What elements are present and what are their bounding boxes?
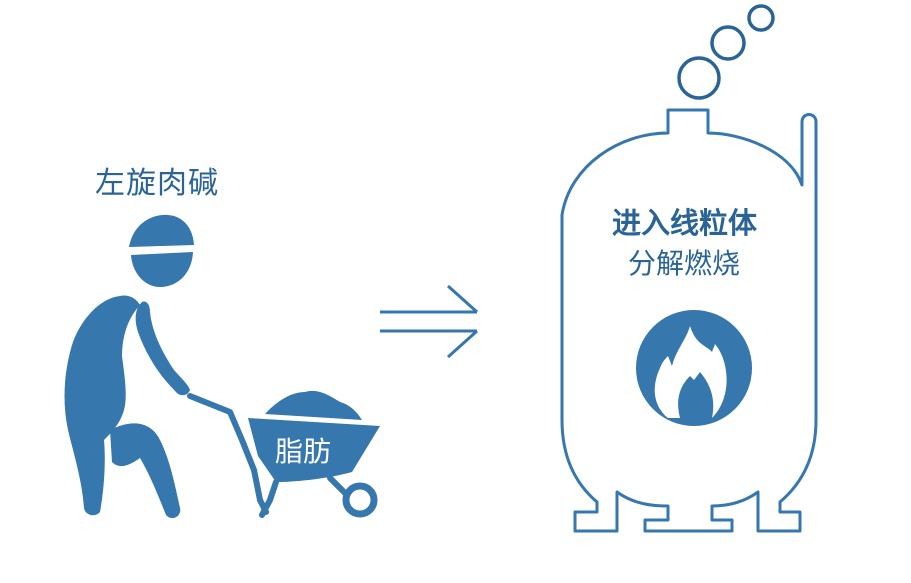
worker-leg — [110, 423, 181, 519]
worker-body — [64, 295, 140, 516]
decompose-burn-subtitle: 分解燃烧 — [628, 247, 741, 280]
worker-icon — [64, 214, 194, 519]
wheelbarrow-tray — [248, 418, 380, 482]
worker-arm — [135, 301, 190, 396]
worker-head — [131, 252, 193, 287]
double-right-arrow-icon — [380, 284, 479, 359]
wheelbarrow-icon — [187, 390, 380, 518]
enter-mitochondria-title: 进入线粒体 — [612, 206, 758, 240]
tank-icon — [560, 108, 818, 533]
wheelbarrow-handle — [187, 393, 269, 515]
fat-pile — [265, 390, 362, 420]
bubbles-icon — [677, 4, 775, 100]
helmet-icon — [129, 214, 194, 247]
fat-label: 脂肪 — [275, 435, 332, 468]
flame-icon — [636, 310, 752, 426]
wheel-icon — [342, 482, 378, 518]
l-carnitine-label: 左旋肉碱 — [95, 166, 219, 201]
